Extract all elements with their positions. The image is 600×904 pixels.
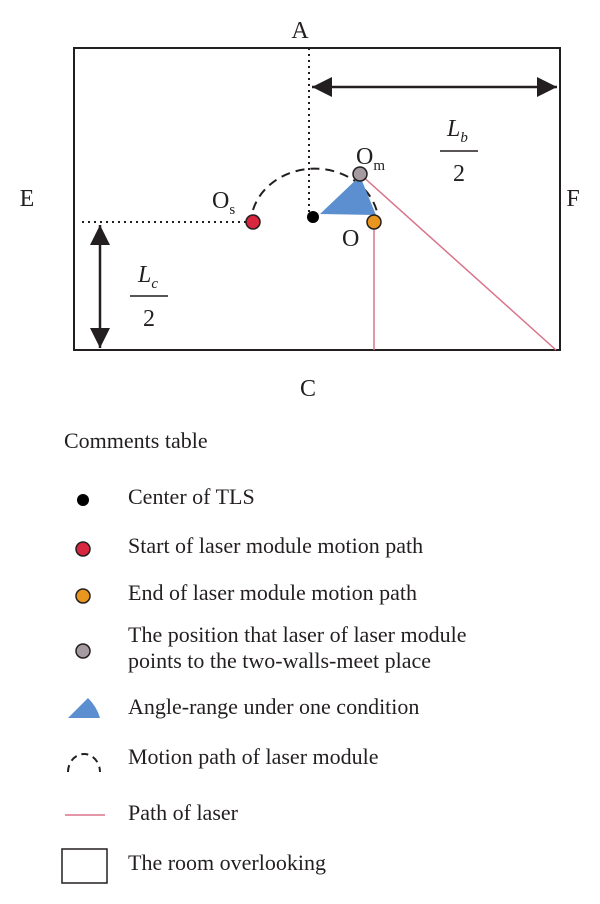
- room-outline: [73, 47, 561, 351]
- angle-range-sector: [320, 176, 376, 215]
- legend-text: Angle-range under one condition: [128, 694, 420, 719]
- label-a: A: [291, 18, 309, 44]
- orange-dot-icon: [75, 588, 91, 604]
- legend-text-line2: points to the two-walls-meet place: [128, 648, 432, 673]
- dashed-arc-icon: [67, 753, 101, 773]
- rectangle-icon: [61, 848, 108, 884]
- legend-text: Start of laser module motion path: [128, 533, 424, 558]
- legend-text: End of laser module motion path: [128, 580, 417, 605]
- end-point-dot: [366, 214, 382, 230]
- label-c: C: [300, 376, 316, 402]
- lc-numerator: Lc: [137, 262, 158, 292]
- label-os: Os: [212, 188, 235, 218]
- legend-text: Path of laser: [128, 800, 238, 825]
- black-dot-icon: [77, 494, 89, 506]
- legend-text: The room overlooking: [128, 850, 326, 875]
- red-dot-icon: [75, 541, 91, 557]
- pink-line-icon: [65, 814, 105, 816]
- legend-text: Center of TLS: [128, 484, 255, 509]
- legend-title: Comments table: [64, 428, 208, 453]
- label-o: O: [342, 226, 359, 252]
- meet-point-dot: [352, 166, 368, 182]
- center-of-tls-dot: [307, 211, 319, 223]
- lb-denominator: 2: [453, 161, 465, 187]
- label-f: F: [566, 186, 579, 212]
- blue-sector-icon: [68, 698, 100, 718]
- legend-text: Motion path of laser module: [128, 744, 379, 769]
- laser-path-diagonal: [359, 173, 557, 351]
- legend-text-line1: The position that laser of laser module: [128, 622, 467, 647]
- label-om: Om: [356, 144, 385, 174]
- lc-denominator: 2: [143, 306, 155, 332]
- lb-numerator: Lb: [446, 116, 468, 146]
- gray-dot-icon: [75, 643, 91, 659]
- start-point-dot: [245, 214, 261, 230]
- label-e: E: [20, 186, 35, 212]
- motion-path-arc: [252, 167, 379, 217]
